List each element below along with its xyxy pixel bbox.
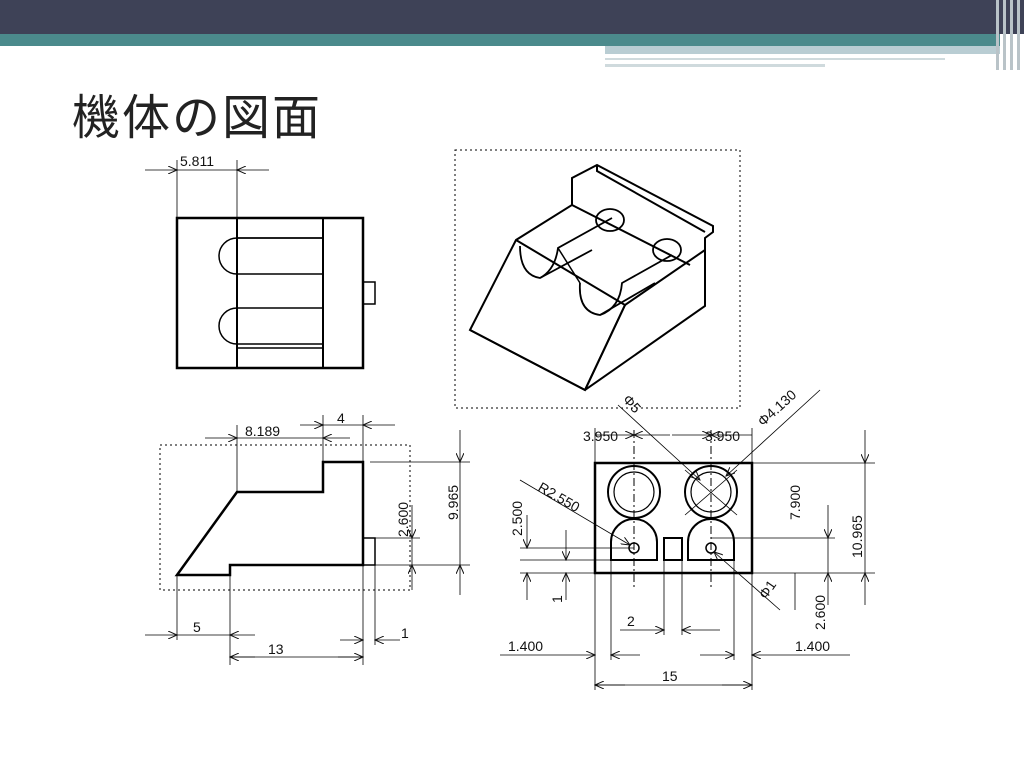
front-view: [145, 415, 470, 665]
dim-step-width: 8.189: [245, 423, 280, 439]
dim-hole-spacing-left: 3.950: [583, 428, 618, 444]
dim-radius: R2.550: [536, 479, 583, 516]
dim-slot-width: 2: [627, 613, 635, 629]
dim-diameter-large: Φ5: [620, 391, 645, 416]
dim-slot-height: 1: [549, 595, 565, 603]
dim-edge-right: 1.400: [795, 638, 830, 654]
header-rule: [605, 46, 1000, 54]
dim-hole-height: 2.500: [509, 501, 525, 536]
dim-diameter-outer: Φ4.130: [754, 386, 799, 429]
dim-small-diameter: Φ1: [755, 577, 779, 602]
dim-total-height: 10.965: [849, 515, 865, 558]
dim-step-height: 2.600: [395, 502, 411, 537]
dim-edge-left: 1.400: [508, 638, 543, 654]
dim-hole-spacing-right: 3.950: [705, 428, 740, 444]
slide-header-accent: [0, 34, 1000, 46]
dim-base-left: 5: [193, 619, 201, 635]
dim-center-height: 7.900: [787, 485, 803, 520]
dim-height: 9.965: [445, 485, 461, 520]
dim-total-width: 15: [662, 668, 678, 684]
dim-tab: 1: [401, 625, 409, 641]
dim-top-width-4: 4: [337, 410, 345, 426]
dim-top-width: 5.811: [180, 153, 214, 169]
top-view: [145, 160, 376, 370]
slide-header-bar: [0, 0, 1024, 34]
header-stripes: [994, 0, 1024, 70]
header-rule-short: [605, 64, 825, 67]
dim-base-length: 13: [268, 641, 284, 657]
header-rule-thin: [605, 58, 945, 60]
isometric-view: [454, 149, 741, 409]
slide-title: 機体の図面: [72, 90, 323, 146]
side-view: [500, 389, 875, 690]
dim-bottom-height: 2.600: [812, 595, 828, 630]
